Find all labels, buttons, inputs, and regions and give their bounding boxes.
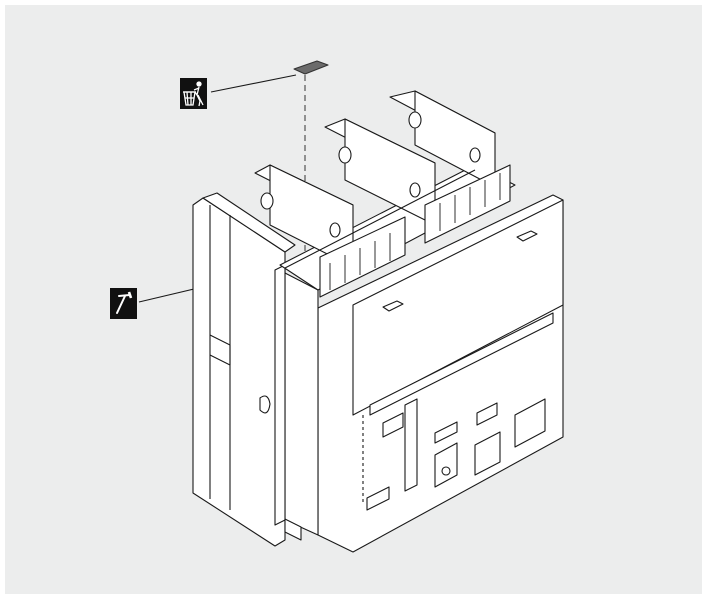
circuit-breaker-drawing bbox=[138, 60, 564, 553]
removed-cover-part bbox=[293, 60, 329, 75]
left-side-panel bbox=[192, 197, 286, 547]
figure-background bbox=[5, 5, 702, 594]
trash-bin-disposal-icon bbox=[180, 78, 207, 109]
front-rail bbox=[284, 272, 319, 536]
hammer-icon bbox=[110, 288, 137, 319]
